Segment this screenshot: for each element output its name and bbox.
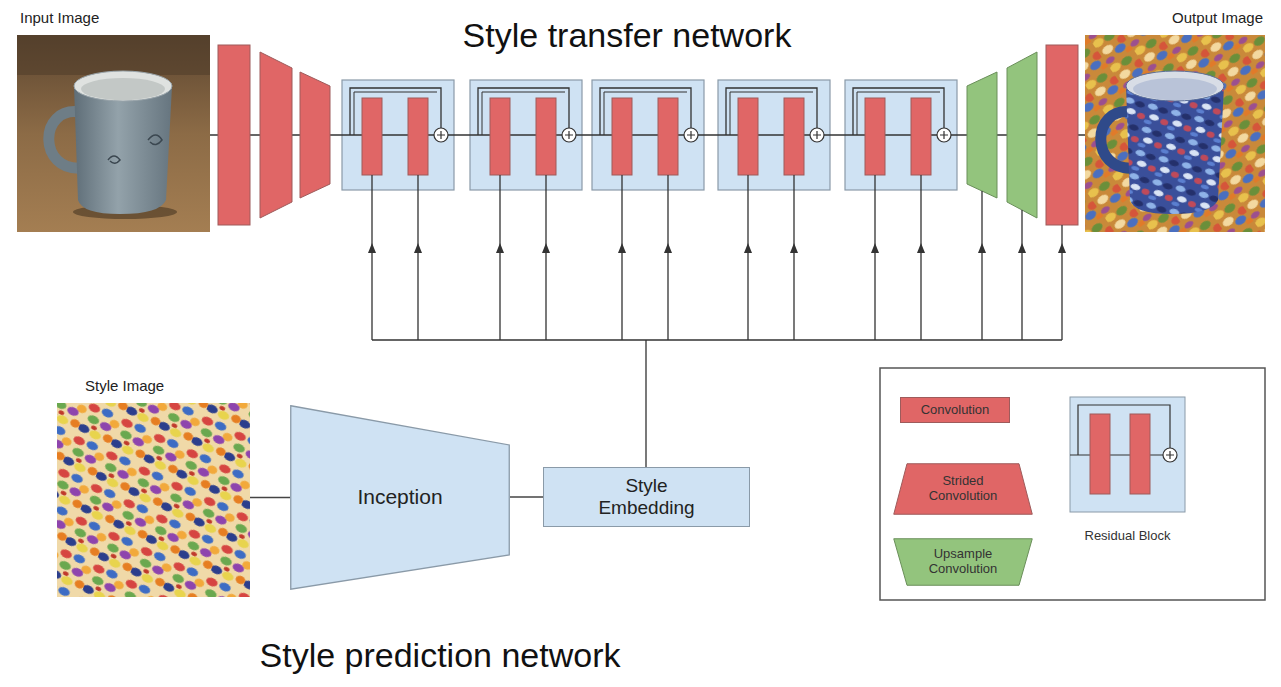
legend-swatch-shape [894,464,1033,515]
residual-block-sample [1070,397,1185,512]
embedding-feed [982,191,1062,340]
node-label: Inception [357,485,442,509]
inception-trapezoid: Inception [290,405,510,590]
trapezoid-outline [291,406,510,590]
strided-convolution [260,52,292,218]
mug-inside [81,78,165,100]
style-painting [57,403,250,597]
image-heading: Style Image [57,377,250,394]
image-panel: Style Image [57,403,250,597]
legend-box: ConvolutionStrided ConvolutionUpsample C… [880,368,1265,600]
image-heading: Output Image [1085,9,1265,26]
drawing-use [350,88,448,340]
strided-convolution [300,72,330,198]
image-heading: Input Image [17,9,210,26]
connector-line [510,496,543,497]
embedding-box: Style Embedding [543,467,750,527]
drawing-path [1126,86,1224,214]
drawing-ellipse [1126,71,1224,101]
legend-text: Convolution [921,403,990,418]
convolution-layer [1046,45,1078,225]
mug-decoration [108,135,162,163]
upsample-convolution [967,72,997,198]
legend-text: Residual Block [1060,528,1195,543]
output-painting [1085,35,1265,232]
residual-block-sample [1090,414,1110,494]
legend-swatch: Strided Convolution [893,463,1033,515]
drawing-use [726,88,824,340]
legend-panel [880,368,1265,600]
legend-text: Upsample Convolution [918,547,1008,577]
connector-line [250,497,290,498]
node-label: Style Embedding [587,475,707,519]
drawing-use [853,88,951,340]
drawing-ellipse [1133,78,1217,100]
add-symbol [1166,451,1174,459]
stylized-mug [1101,71,1224,214]
mug-rim [74,71,172,101]
legend-swatch: Convolution [900,397,1010,423]
image-panel: Input Image [17,35,210,232]
arrow-head [1058,243,1066,253]
add-symbol [1163,448,1177,462]
convolution-layer [218,45,250,225]
upsample-convolution [1007,52,1037,218]
input-photo [17,35,210,75]
legend-text: Strided Convolution [918,474,1008,504]
network-title: Style prediction network [260,636,621,675]
arrow-head [1018,243,1026,253]
legend-swatch-shape [894,539,1033,586]
image-panel: Output Image [1085,35,1265,232]
input-photo [17,35,210,232]
mug-body [74,86,172,214]
network-title: Style transfer network [463,16,792,55]
drawing-use [478,88,576,340]
drawing-use [600,88,698,340]
legend-swatch: Upsample Convolution [893,538,1033,586]
arrow-head [978,243,986,253]
residual-block-sample [1130,414,1150,494]
data-path [210,134,1085,136]
